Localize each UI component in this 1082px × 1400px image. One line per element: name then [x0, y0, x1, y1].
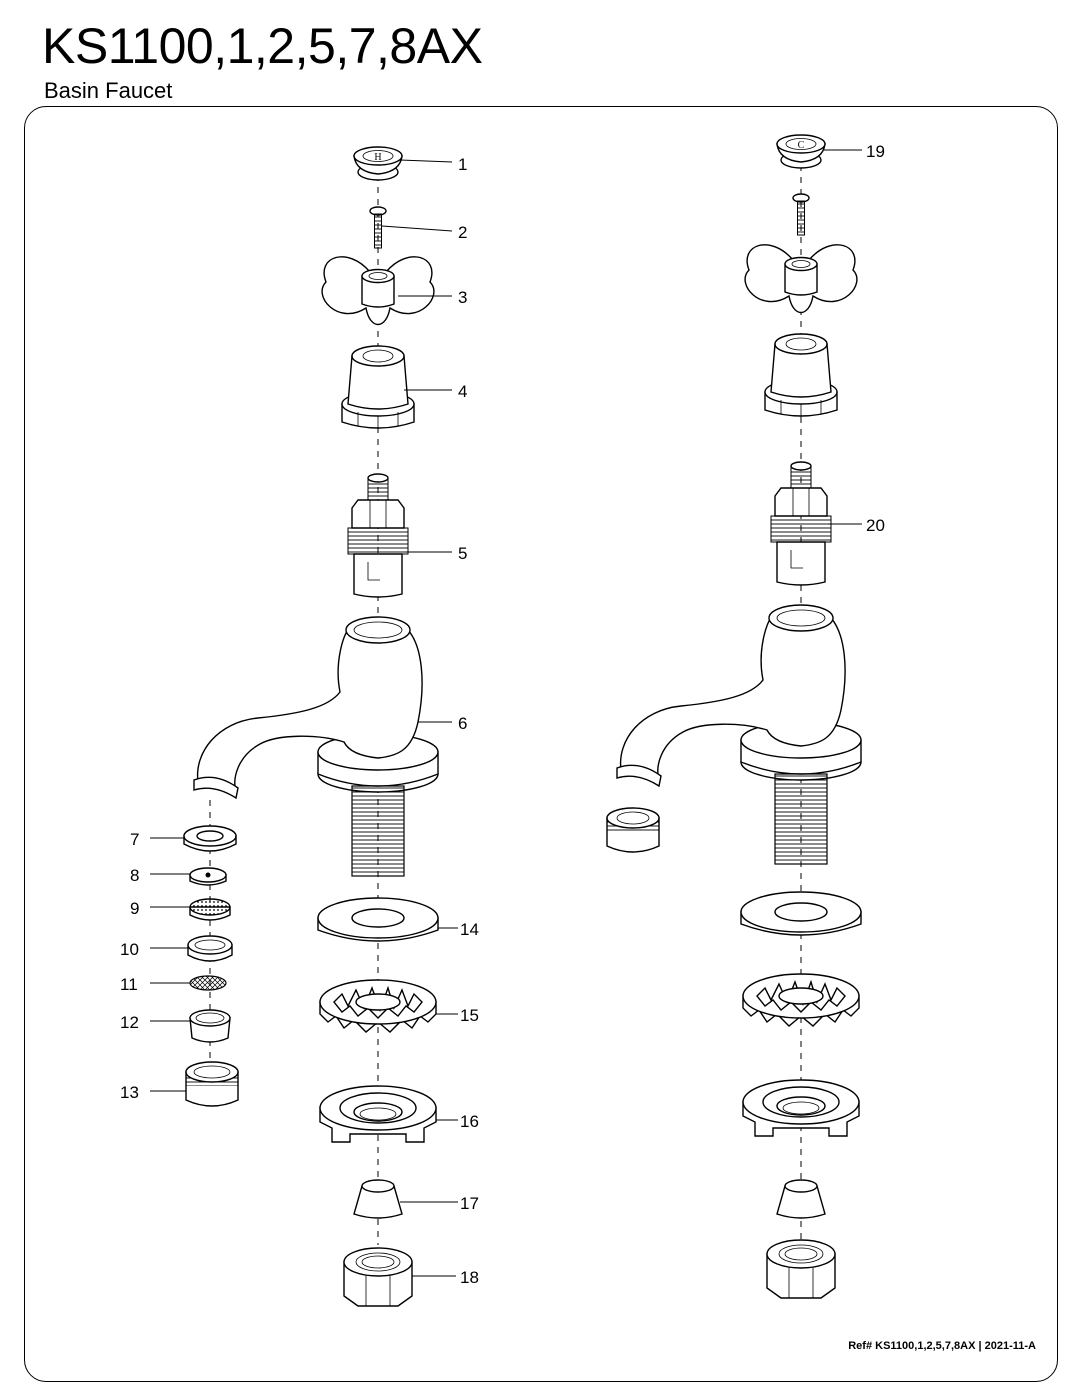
- hot-cap-letter: H: [374, 152, 381, 163]
- callout-17: 17: [460, 1194, 479, 1213]
- part-3-cross-handle: [321, 256, 435, 326]
- diagram-frame: [24, 106, 1058, 1382]
- part-16-mounting-nut: [319, 1085, 437, 1143]
- callout-7: 7: [130, 830, 139, 849]
- callout-5: 5: [458, 544, 467, 563]
- callout-12: 12: [120, 1013, 139, 1032]
- aerator-parts: [183, 825, 239, 1107]
- hot-side-assembly: H: [183, 146, 439, 1307]
- part-17-cone-washer: [353, 1179, 403, 1219]
- callout-18: 18: [460, 1268, 479, 1287]
- callout-16: 16: [460, 1112, 479, 1131]
- callout-3: 3: [458, 288, 467, 307]
- callout-9: 9: [130, 899, 139, 918]
- callout-4: 4: [458, 382, 467, 401]
- lock-washer-cold: [742, 973, 860, 1027]
- callout-15: 15: [460, 1006, 479, 1025]
- part-2-screw: [369, 206, 387, 249]
- screw-cold: [792, 193, 810, 236]
- mounting-nut-cold: [742, 1079, 860, 1137]
- callout-1: 1: [458, 155, 467, 174]
- cone-washer-cold: [776, 1179, 826, 1219]
- callout-8: 8: [130, 866, 139, 885]
- callout-labels: 1 2 3 4 5 6 7 8 9 10 11 12 13 14 15 16 1: [120, 142, 885, 1287]
- cold-side-assembly: C: [606, 134, 862, 1299]
- part-20-cartridge: [770, 461, 832, 586]
- cold-cap-letter: C: [798, 140, 805, 151]
- callout-6: 6: [458, 714, 467, 733]
- flat-washer-cold: [740, 891, 862, 936]
- part-4-bonnet: [341, 345, 415, 431]
- callout-13: 13: [120, 1083, 139, 1102]
- part-18-coupling-nut: [343, 1247, 413, 1307]
- reference-note: Ref# KS1100,1,2,5,7,8AX | 2021-11-A: [848, 1340, 1036, 1352]
- page-subtitle: Basin Faucet: [44, 78, 173, 103]
- callout-2: 2: [458, 223, 467, 242]
- coupling-nut-cold: [766, 1239, 836, 1299]
- part-5-cartridge: [347, 473, 409, 598]
- callout-19: 19: [866, 142, 885, 161]
- part-14-flat-washer: [317, 897, 439, 942]
- part-15-lock-washer: [319, 979, 437, 1033]
- bonnet-cold: [764, 333, 838, 419]
- callout-20: 20: [866, 516, 885, 535]
- callout-14: 14: [460, 920, 479, 939]
- aerator-assembled-cold: [606, 807, 660, 853]
- callout-11: 11: [120, 975, 138, 994]
- callout-10: 10: [120, 940, 139, 959]
- page-title: KS1100,1,2,5,7,8AX: [42, 18, 483, 74]
